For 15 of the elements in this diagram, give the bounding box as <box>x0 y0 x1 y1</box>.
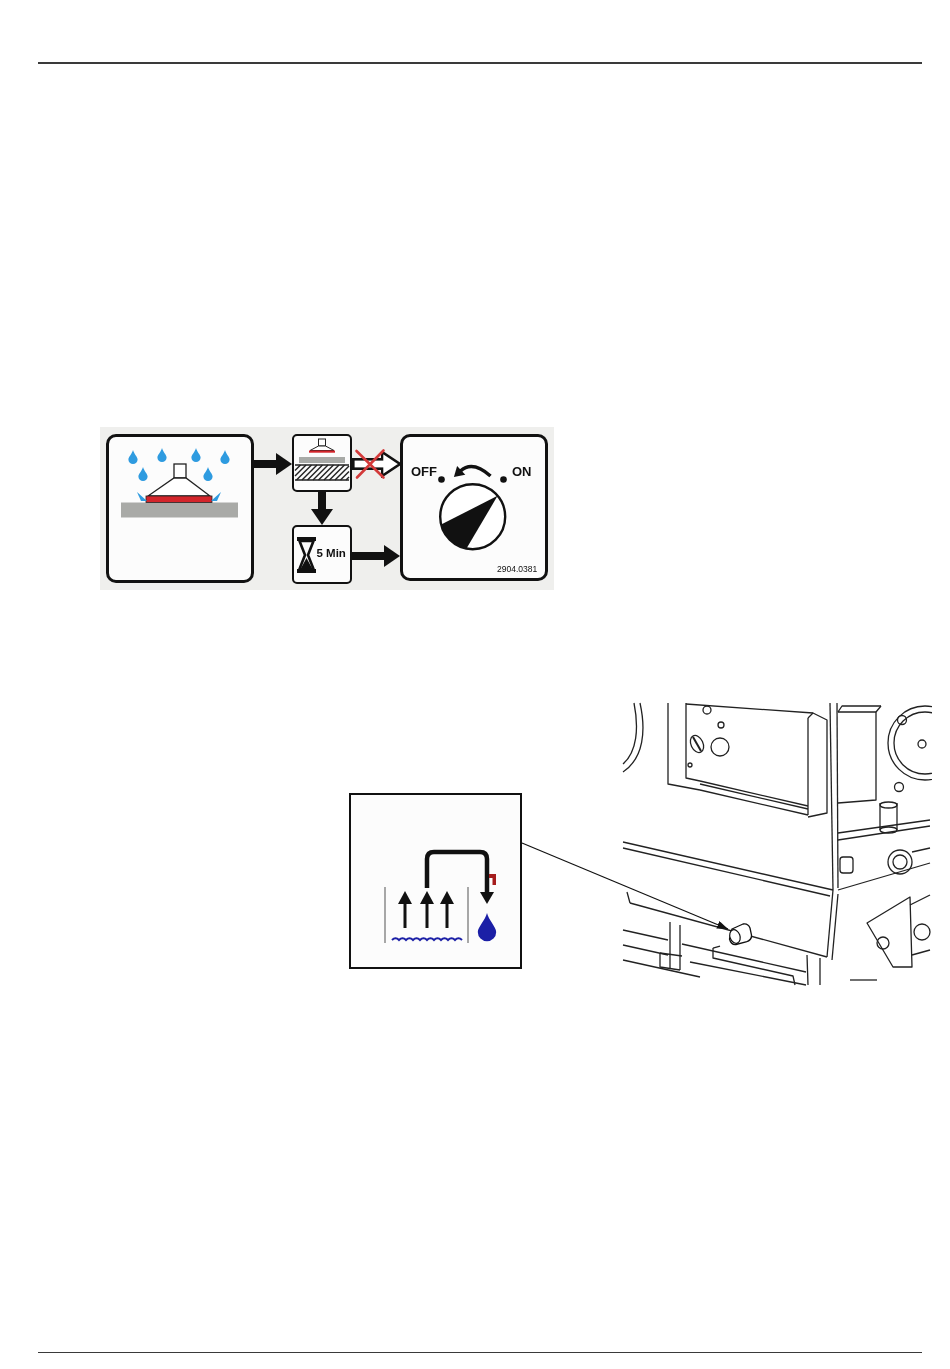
arrow <box>352 545 400 567</box>
switch-panel <box>400 434 548 581</box>
drain-valve <box>728 921 753 946</box>
pictogram-panel <box>349 793 522 969</box>
outline-arrow <box>352 450 402 478</box>
pictogram-panel <box>106 434 254 583</box>
part-number: 2904.0381 <box>497 565 538 575</box>
leader-line <box>521 842 729 930</box>
switch-position-label: ON <box>512 465 532 480</box>
arrow <box>254 453 292 475</box>
duration-text: 5 Min <box>316 546 346 560</box>
arrow <box>311 492 333 525</box>
switch-position-label: OFF <box>411 465 437 480</box>
pictogram-panel <box>292 434 352 492</box>
timer-panel <box>292 525 352 584</box>
